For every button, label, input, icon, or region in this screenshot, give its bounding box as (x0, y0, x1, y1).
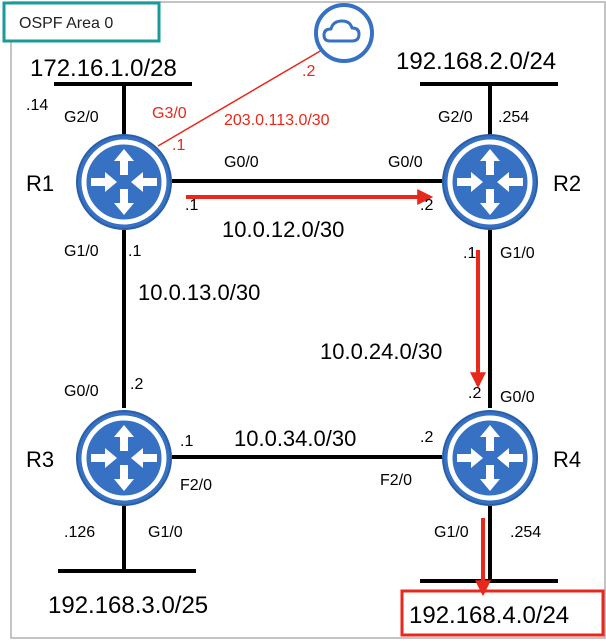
network-r3-r4: 10.0.34.0/30 (234, 426, 356, 451)
router-r3-name: R3 (26, 447, 54, 472)
r2-g10-if: G1/0 (500, 245, 535, 262)
r3-f20-if: F2/0 (180, 477, 212, 494)
r1-g00-if: G0/0 (224, 154, 259, 171)
r4-g00-ip: .2 (468, 385, 481, 402)
r2-g00-if: G0/0 (388, 154, 423, 171)
r1-g2-ip: .14 (26, 97, 48, 114)
router-r4-name: R4 (553, 447, 581, 472)
area-label: OSPF Area 0 (19, 15, 113, 32)
r1-g10-ip: .1 (128, 243, 141, 260)
r1-g3-if: G3/0 (152, 105, 187, 122)
r3-g10-ip: .126 (64, 524, 95, 541)
router-r1-name: R1 (26, 171, 54, 196)
router-r3-icon[interactable] (77, 411, 171, 505)
network-r1-r3: 10.0.13.0/30 (138, 280, 260, 305)
r1-g00-ip: .1 (185, 197, 198, 214)
r4-g00-if: G0/0 (500, 389, 535, 406)
network-r2-lan: 192.168.2.0/24 (396, 48, 556, 75)
r2-g00-ip: .2 (420, 197, 433, 214)
r1-g10-if: G1/0 (64, 243, 99, 260)
router-r2-name: R2 (553, 171, 581, 196)
network-r2-r4: 10.0.24.0/30 (320, 339, 442, 364)
router-r4-icon[interactable] (443, 411, 537, 505)
network-r1-internet: 203.0.113.0/30 (224, 112, 330, 129)
r2-g20-ip: .254 (498, 109, 529, 126)
network-r3-lan: 192.168.3.0/25 (48, 592, 208, 619)
router-r2-icon[interactable] (443, 135, 537, 229)
cloud-ip: .2 (302, 63, 315, 80)
cloud-icon[interactable] (314, 3, 374, 63)
r3-g00-ip: .2 (130, 376, 143, 393)
diagram-frame (10, 1, 606, 639)
r4-f20-if: F2/0 (380, 472, 412, 489)
r4-g10-ip: .254 (510, 524, 541, 541)
r3-g00-if: G0/0 (64, 383, 99, 400)
network-r1-r2: 10.0.12.0/30 (222, 217, 344, 242)
network-r4-lan: 192.168.4.0/24 (409, 602, 569, 629)
r4-g10-if: G1/0 (434, 524, 469, 541)
r1-g3-ip: .1 (172, 137, 185, 154)
area-label-box (2, 1, 161, 43)
link-r1-internet (157, 49, 323, 147)
r4-f20-ip: .2 (420, 429, 433, 446)
network-r1-lan: 172.16.1.0/28 (30, 55, 177, 82)
r1-g2-if: G2/0 (64, 109, 99, 126)
r3-f20-ip: .1 (180, 433, 193, 450)
r2-g20-if: G2/0 (438, 109, 473, 126)
r3-g10-if: G1/0 (148, 524, 183, 541)
router-r1-icon[interactable] (77, 135, 171, 229)
network-r4-lan-highlight (400, 589, 605, 637)
r2-g10-ip: .1 (463, 245, 476, 262)
